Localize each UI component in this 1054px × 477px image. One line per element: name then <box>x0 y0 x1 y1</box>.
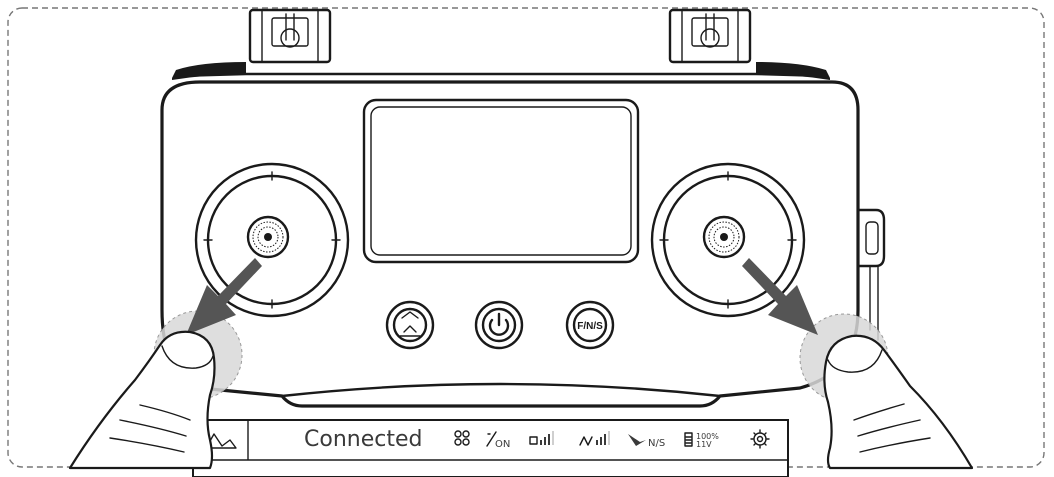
connection-status: Connected <box>304 427 422 452</box>
video-signal-icon <box>529 431 554 445</box>
svg-text:100%: 100% <box>696 432 719 441</box>
takeoff-landing-icon <box>399 311 421 337</box>
right-antenna <box>668 8 752 64</box>
left-stick <box>194 162 350 318</box>
settings-gear-icon <box>750 429 770 449</box>
power-button <box>474 300 524 350</box>
home-point-icon <box>205 433 237 449</box>
dashed-frame <box>7 7 1045 468</box>
svg-text:ON: ON <box>495 439 510 450</box>
controller-body <box>160 80 860 408</box>
flight-mode-button: F/N/S <box>565 300 615 350</box>
left-arrow-down-left <box>186 258 262 335</box>
remote-signal-icon <box>579 431 610 446</box>
power-icon <box>488 318 510 336</box>
flight-mode-label: F/N/S <box>577 321 603 332</box>
app-status-bar: Connected ON N/S <box>192 419 789 477</box>
battery-icon: 100% 11V <box>684 432 719 449</box>
satellite-icon: N/S <box>628 434 665 449</box>
right-stick <box>650 162 806 318</box>
phone-clamp <box>856 208 886 341</box>
left-shoulder-button <box>172 62 246 80</box>
right-hand <box>823 334 974 470</box>
left-hand <box>68 330 216 470</box>
right-arrow-down-right <box>742 258 818 335</box>
takeoff-landing-button <box>385 300 435 350</box>
right-shoulder-button <box>756 62 830 80</box>
controller-screen <box>362 98 640 264</box>
gimbal-icon: ON <box>486 431 510 450</box>
drone-icon <box>454 430 470 446</box>
svg-text:11V: 11V <box>696 440 712 449</box>
svg-text:N/S: N/S <box>648 438 665 449</box>
left-antenna <box>248 8 332 64</box>
